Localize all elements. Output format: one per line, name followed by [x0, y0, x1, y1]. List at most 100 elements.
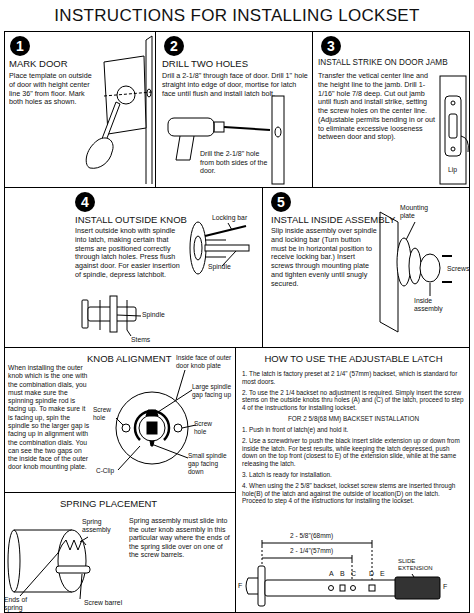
knob-back: [8, 530, 20, 592]
callout-label: B: [340, 570, 345, 579]
panel-heading: HOW TO USE THE ADJUSTABLE LATCH: [240, 353, 467, 365]
screw-hole: [451, 101, 455, 105]
hand: [86, 138, 113, 168]
spindle: [110, 296, 117, 332]
callout-label: Spring assembly: [82, 518, 118, 535]
badge-circle: [75, 192, 95, 212]
dimension-line: [262, 540, 372, 561]
callout-label: A: [329, 570, 334, 579]
badge-circle: [271, 192, 291, 212]
panel-body: Place template on outside of door with h…: [9, 72, 99, 107]
strike-plate: [445, 96, 461, 156]
callout-label: F: [443, 583, 447, 592]
panel-body: 2. Use a screwdriver to push the black i…: [242, 437, 465, 468]
badge-circle: [164, 36, 184, 56]
latch-hole: [329, 586, 334, 591]
latch-hole: [369, 585, 375, 591]
step-number: 4: [75, 192, 95, 212]
panel-body: 1. The latch is factory preset at 2 1/4"…: [242, 370, 465, 386]
panel-body: Slip inside assembly over spindle and lo…: [271, 227, 377, 288]
callout-label: Inside face of outer door knob plate: [176, 354, 233, 370]
callout-label: C: [351, 570, 356, 579]
knob-hub: [194, 236, 202, 260]
text-column: 1. The latch is factory preset at 2 1/4"…: [242, 370, 465, 508]
panel-body: 1. Push in front of latch(e) and hold it…: [242, 426, 465, 434]
leader-line: [116, 370, 196, 470]
leader-line: [412, 574, 414, 577]
spindle-hole: [147, 422, 157, 434]
step-number-text: 4: [75, 192, 95, 212]
step-number: 3: [321, 36, 341, 56]
leader-line: [20, 537, 88, 599]
callout-label: Spindle: [142, 311, 165, 319]
callout-label: Spindle: [208, 263, 231, 271]
knob-rose: [409, 248, 421, 284]
strike-lip: [461, 136, 468, 152]
step-number: 5: [271, 192, 291, 212]
panel-heading: KNOB ALIGNMENT: [87, 353, 171, 365]
panel-heading: INSTALL STRIKE ON DOOR JAMB: [318, 58, 448, 68]
drill-handle: [176, 136, 194, 160]
slide-extension: [395, 577, 440, 599]
panel-body: Drill a 2-1/8" through face of door. Dri…: [162, 72, 308, 98]
callout-label: Drill the 2-1/8" hole from both sides of…: [200, 150, 274, 176]
panel-body: 3. Latch is ready for installation.: [242, 471, 465, 479]
panel-body: When installing the outer knob which is …: [8, 364, 92, 472]
step-number-text: 3: [321, 36, 341, 56]
panel-body: 4. When using the 2 5/8" backset, lockse…: [242, 482, 465, 505]
small-gap: [150, 441, 154, 446]
latch-bolt: [246, 578, 258, 594]
latch-faceplate: [258, 566, 265, 606]
face-hole-mark: [117, 86, 135, 104]
panel-body: Spring assembly must slide into the oute…: [129, 517, 231, 560]
mounting-plate-face: [116, 392, 188, 464]
latch-hole: [351, 586, 356, 591]
callout-label: D: [369, 570, 374, 579]
knob-rose: [190, 222, 206, 274]
callout-label: F: [238, 582, 242, 591]
c-clip: [135, 411, 169, 440]
callout-label: Small spindle gap facing down: [188, 452, 232, 476]
leader-line: [117, 315, 141, 336]
screw-barrel: [56, 566, 90, 573]
latch-hole: [340, 585, 345, 591]
screw-hole: [122, 424, 130, 432]
door-slab: [272, 96, 284, 184]
callout-label: Stems: [131, 336, 150, 344]
badge-circle: [10, 36, 30, 56]
drill-chuck: [214, 122, 224, 132]
spindle-hub: [139, 415, 165, 441]
spindle: [205, 245, 249, 251]
panel-heading: DRILL TWO HOLES: [162, 58, 248, 70]
page-title: INSTRUCTIONS FOR INSTALLING LOCKSET: [0, 6, 474, 27]
step-number-text: 1: [10, 36, 30, 56]
step-number: 2: [164, 36, 184, 56]
callout-label: C-Clip: [96, 467, 114, 475]
door-edge: [146, 36, 152, 184]
callout-label: Inside assembly: [414, 297, 460, 314]
leader-line: [222, 223, 236, 266]
info-panel: SPRING PLACEMENT Spring assembly must sli…: [4, 492, 236, 613]
edge-hole-mark: [147, 89, 151, 97]
callout-label: Screw barrel: [84, 599, 122, 607]
step-panel: MARK DOOR Place template on outside of do…: [4, 31, 156, 188]
panel-body: 2. To use the 2 1/4 backset no adjustmen…: [242, 389, 465, 412]
panel-heading: MARK DOOR: [9, 58, 68, 70]
leader-line: [406, 222, 430, 296]
step-number: 1: [10, 36, 30, 56]
inside-knob: [420, 254, 440, 282]
panel-body: Insert outside knob with spindle into la…: [75, 227, 187, 280]
drill-bit: [224, 127, 270, 130]
large-gap: [146, 410, 158, 416]
stems: [205, 240, 226, 257]
panel-heading: SPRING PLACEMENT: [60, 498, 157, 510]
latch-faceplate: [82, 300, 88, 328]
strike-hole: [449, 114, 457, 138]
panel-body: Transfer the vetical center line and the…: [318, 72, 436, 142]
callout-label: 2 - 1/4"(57mm): [290, 547, 333, 555]
step-panel: INSTALL INSIDE ASSEMBLYSlip inside assem…: [262, 187, 470, 348]
callout-label: SLIDE EXTENSION: [398, 558, 440, 573]
badge-circle: [321, 36, 341, 56]
callout-label: E: [380, 570, 385, 579]
